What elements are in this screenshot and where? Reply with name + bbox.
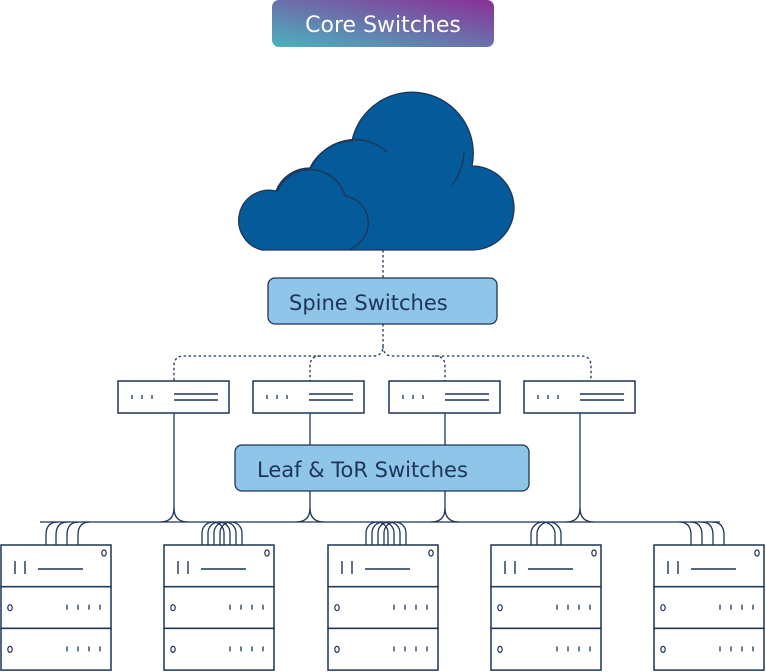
- power-led-icon: [334, 645, 340, 654]
- power-led-icon: [7, 645, 13, 654]
- power-led-icon: [497, 645, 503, 654]
- power-led-icon: [660, 604, 666, 612]
- bus-fork: [430, 507, 446, 523]
- server-unit: [653, 627, 765, 671]
- spine-leaf-links: [173, 324, 592, 381]
- uplink-cable: [219, 521, 243, 545]
- uplink-cable: [371, 521, 395, 545]
- uplink-cable: [711, 521, 725, 545]
- server-rack: [0, 521, 112, 671]
- uplink-cable: [213, 521, 237, 545]
- uplink-cable: [201, 521, 225, 545]
- leaf-switches: [117, 380, 636, 414]
- server-unit: [327, 627, 439, 671]
- uplink-cable: [55, 521, 69, 545]
- uplink-cable: [530, 521, 556, 545]
- spine-switches-label: Spine Switches: [289, 291, 448, 315]
- servers: [0, 521, 765, 671]
- bus-fork: [173, 507, 189, 523]
- server-unit: [163, 627, 275, 671]
- uplink-cable: [383, 521, 407, 545]
- uplink-cable: [207, 521, 231, 545]
- leaf-tor-switches-box: Leaf & ToR Switches: [234, 444, 530, 492]
- leaf-tor-switches-label: Leaf & ToR Switches: [257, 458, 468, 482]
- uplink-cable: [365, 521, 389, 545]
- server-unit: [327, 585, 439, 630]
- leaf-switch-body: [117, 380, 230, 414]
- server-rack: [653, 521, 765, 671]
- bus-fork: [444, 507, 460, 523]
- bus-fork: [579, 507, 595, 523]
- bus-fork: [565, 507, 581, 523]
- core-switches-badge-bg: [272, 0, 494, 47]
- uplink-cable: [66, 521, 80, 545]
- server-unit: [490, 627, 602, 671]
- bus-fork: [295, 507, 311, 523]
- leaf-switch: [388, 380, 501, 414]
- leaf-switch: [252, 380, 365, 414]
- uplink-cable: [536, 521, 562, 545]
- power-led-icon: [170, 604, 176, 612]
- uplink-cable: [700, 521, 714, 545]
- core-switches-label: Core Switches: [305, 13, 461, 38]
- power-led-icon: [334, 604, 340, 612]
- power-led-icon: [497, 604, 503, 612]
- server-unit: [0, 627, 112, 671]
- cloud-icon: [238, 91, 515, 251]
- server-unit: [490, 544, 602, 588]
- power-led-icon: [591, 549, 597, 557]
- core-switches-badge: Core Switches: [272, 0, 494, 47]
- power-led-icon: [264, 549, 270, 557]
- power-led-icon: [7, 604, 13, 612]
- server-unit: [653, 544, 765, 588]
- leaf-switch-body: [523, 380, 636, 414]
- uplink-cable: [689, 521, 703, 545]
- spine-switches-box: Spine Switches: [267, 277, 498, 325]
- server-unit: [327, 544, 439, 588]
- power-led-icon: [170, 645, 176, 654]
- uplink-cable: [377, 521, 401, 545]
- server-unit: [0, 585, 112, 630]
- leaf-switch: [117, 380, 230, 414]
- leaf-switch: [523, 380, 636, 414]
- bus-fork: [159, 507, 175, 523]
- server-unit: [163, 585, 275, 630]
- power-led-icon: [754, 549, 760, 557]
- leaf-switch-body: [388, 380, 501, 414]
- server-unit: [163, 544, 275, 588]
- server-rack: [163, 521, 275, 671]
- power-led-icon: [660, 645, 666, 654]
- power-led-icon: [101, 549, 107, 557]
- server-unit: [653, 585, 765, 630]
- server-unit: [0, 544, 112, 588]
- server-rack: [327, 521, 439, 671]
- uplink-cable: [678, 521, 692, 545]
- leaf-switch-body: [252, 380, 365, 414]
- bus-fork: [309, 507, 325, 523]
- server-unit: [490, 585, 602, 630]
- power-led-icon: [428, 549, 434, 557]
- uplink-cable: [45, 521, 59, 545]
- server-rack: [490, 521, 602, 671]
- uplink-cable: [77, 521, 91, 545]
